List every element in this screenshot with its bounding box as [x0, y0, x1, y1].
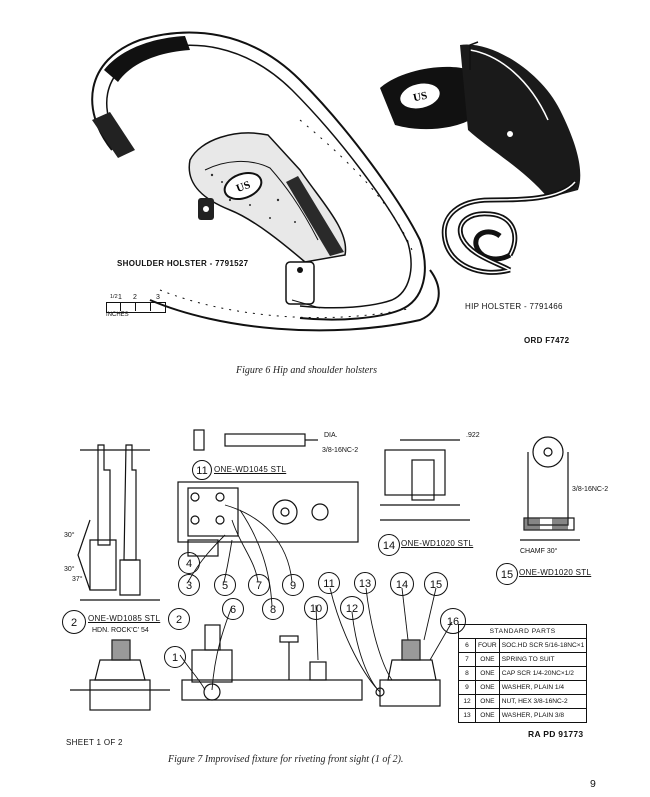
- inch-scale-tick-2: 2: [133, 294, 137, 301]
- row-number: 12: [458, 694, 476, 709]
- shoulder-holster-label: SHOULDER HOLSTER - 7791527: [117, 259, 249, 268]
- inch-scale-label: INCHES: [106, 312, 129, 318]
- lower-strap: [149, 269, 440, 332]
- row-qty: ONE: [475, 652, 500, 667]
- dim-thread-1: 3/8-16NC-2: [322, 447, 359, 454]
- dim-922: .922: [466, 432, 480, 439]
- callout-3: 3: [178, 574, 200, 596]
- part-14-label: ONE-WD1020 STL: [401, 539, 474, 548]
- us-oval-hip: [398, 81, 442, 111]
- strap-dark-segment: [104, 36, 190, 82]
- hip-lanyard: [441, 180, 577, 275]
- callout-12: 12: [340, 596, 364, 620]
- table-row: 6 FOUR SOC.HD SCR 5/16-18NC×1: [458, 638, 588, 653]
- table-row: 8 ONE CAP SCR 1/4-20NC×1/2: [458, 666, 588, 681]
- us-marking-shoulder: US: [235, 179, 252, 195]
- callout-15: 15: [424, 572, 448, 596]
- dim-angle-30b: 30°: [64, 566, 75, 573]
- us-oval-shoulder: [223, 171, 263, 201]
- callout-6: 6: [222, 598, 244, 620]
- sheet-label: SHEET 1 OF 2: [66, 738, 123, 747]
- row-qty: ONE: [475, 694, 500, 709]
- shoulder-holster-body: [188, 132, 347, 263]
- callout-14b: 14: [378, 534, 400, 556]
- row-desc: WASHER, PLAIN 3/8: [498, 708, 588, 723]
- callout-5: 5: [214, 574, 236, 596]
- row-qty: FOUR: [475, 638, 500, 653]
- callout-4: 4: [178, 552, 200, 574]
- dim-thread-2: 3/8-16NC-2: [572, 486, 609, 493]
- callout-2: 2: [62, 610, 86, 634]
- callout-7: 7: [248, 574, 270, 596]
- row-qty: ONE: [475, 666, 500, 681]
- callout-10: 10: [304, 596, 328, 620]
- inch-scale: 1/2 1 2 3 INCHES: [106, 294, 166, 318]
- part-11-label: ONE-WD1045 STL: [214, 465, 287, 474]
- callout-14: 14: [390, 572, 414, 596]
- part-2-label: ONE-WD1085 STL: [88, 614, 161, 623]
- figure-7-caption: Figure 7 Improvised fixture for riveting…: [168, 754, 404, 765]
- callout-2b: 2: [168, 608, 190, 630]
- table-row: 13 ONE WASHER, PLAIN 3/8: [458, 708, 588, 723]
- inch-scale-tick-1: 1: [118, 294, 122, 301]
- hip-holster-body: [460, 44, 581, 199]
- inch-scale-tick-3: 3: [156, 294, 160, 301]
- row-number: 7: [458, 652, 476, 667]
- row-number: 9: [458, 680, 476, 695]
- part-2-hardness: HDN. ROCK'C' 54: [92, 627, 149, 634]
- row-number: 13: [458, 708, 476, 723]
- part-15-label: ONE-WD1020 STL: [519, 568, 592, 577]
- page-number: 9: [590, 778, 596, 790]
- standard-parts-title: STANDARD PARTS: [457, 624, 588, 639]
- us-marking-hip: US: [412, 90, 428, 105]
- callout-1: 1: [164, 646, 186, 668]
- inch-scale-bar: [106, 302, 166, 313]
- callout-11: 11: [192, 460, 212, 480]
- row-desc: NUT, HEX 3/8-16NC-2: [498, 694, 588, 709]
- dim-chamf: CHAMF 30°: [520, 548, 558, 555]
- ra-number: RA PD 91773: [528, 729, 584, 739]
- table-row: 12 ONE NUT, HEX 3/8-16NC-2: [458, 694, 588, 709]
- figure-6-caption: Figure 6 Hip and shoulder holsters: [236, 365, 378, 376]
- callout-16: 16: [440, 608, 466, 634]
- dim-angle-37: 37°: [72, 576, 83, 583]
- callout-11b: 11: [318, 572, 340, 594]
- row-qty: ONE: [475, 708, 500, 723]
- callout-8: 8: [262, 598, 284, 620]
- row-desc: SOC.HD SCR 5/16-18NC×1: [498, 638, 588, 653]
- ord-number: ORD F7472: [524, 336, 570, 345]
- dim-angle-30a: 30°: [64, 532, 75, 539]
- table-row: 9 ONE WASHER, PLAIN 1/4: [458, 680, 588, 695]
- inch-scale-half: 1/2: [110, 294, 118, 300]
- row-desc: CAP SCR 1/4-20NC×1/2: [498, 666, 588, 681]
- hip-holster-label: HIP HOLSTER - 7791466: [465, 302, 563, 311]
- shoulder-strap: [91, 31, 426, 321]
- row-number: 8: [458, 666, 476, 681]
- callout-9: 9: [282, 574, 304, 596]
- table-row: 7 ONE SPRING TO SUIT: [458, 652, 588, 667]
- standard-parts-table: STANDARD PARTS 6 FOUR SOC.HD SCR 5/16-18…: [457, 624, 588, 723]
- row-qty: ONE: [475, 680, 500, 695]
- callout-13: 13: [354, 572, 376, 594]
- row-desc: WASHER, PLAIN 1/4: [498, 680, 588, 695]
- dim-dia: DIA.: [324, 432, 338, 439]
- figure-6-illustration: US US: [91, 31, 581, 332]
- row-number: 6: [458, 638, 476, 653]
- callout-15b: 15: [496, 563, 518, 585]
- row-desc: SPRING TO SUIT: [498, 652, 588, 667]
